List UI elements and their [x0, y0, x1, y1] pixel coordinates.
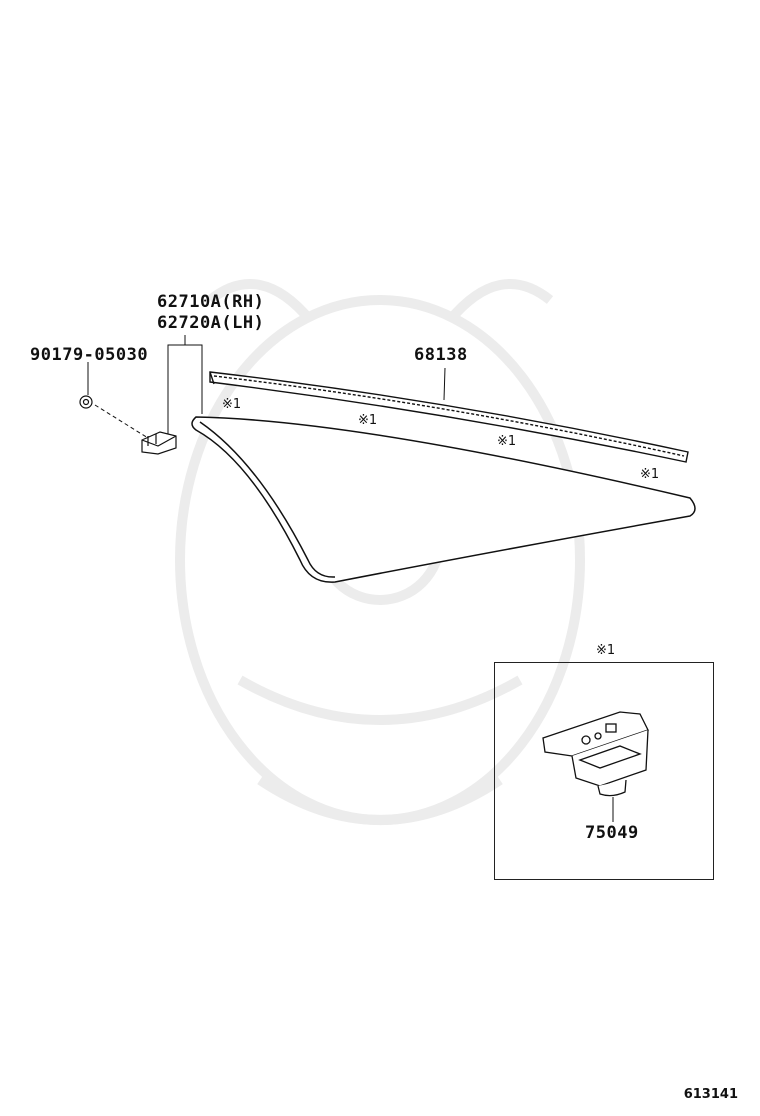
clip-part	[542, 711, 649, 797]
window-glass	[191, 416, 696, 583]
note-mark-4: ※1	[640, 467, 660, 482]
screw-part	[79, 395, 93, 409]
moulding-leader	[443, 367, 446, 401]
bracket-leader	[167, 335, 203, 438]
bracket-part	[141, 431, 177, 455]
part-number-bracket-rh: 62710A(RH)	[157, 292, 265, 312]
note-mark-2: ※1	[358, 413, 378, 428]
note-mark-3: ※1	[497, 434, 517, 449]
part-number-moulding: 68138	[414, 345, 468, 365]
diagram-number: 613141	[683, 1087, 738, 1102]
part-number-bracket-lh: 62720A(LH)	[157, 313, 265, 333]
part-number-screw: 90179-05030	[30, 345, 149, 365]
part-number-clip: 75049	[585, 823, 639, 843]
note-mark-inset: ※1	[596, 643, 616, 658]
note-mark-1: ※1	[222, 397, 242, 412]
screw-axis	[94, 404, 149, 439]
inset-detail-box	[494, 662, 714, 880]
moulding-strip	[209, 371, 689, 463]
